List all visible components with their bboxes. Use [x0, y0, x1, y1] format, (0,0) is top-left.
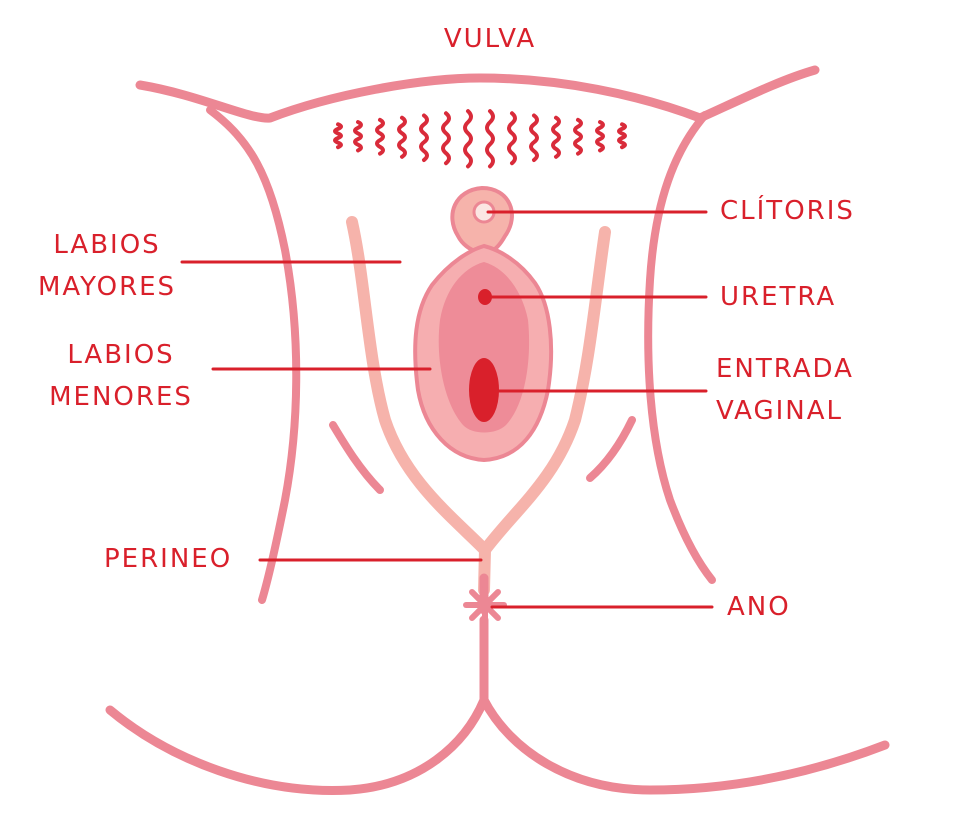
hair-squiggle	[353, 120, 363, 153]
left-thigh-outline	[206, 106, 301, 604]
hair-squiggle	[441, 111, 451, 166]
label-labios-menores-line2: MENORES	[49, 382, 193, 412]
label-labios-mayores: LABIOS MAYORES	[22, 224, 192, 308]
hair-squiggle	[617, 122, 627, 150]
label-ano: ANO	[727, 592, 791, 622]
label-labios-mayores-line1: LABIOS	[53, 230, 161, 260]
hair-squiggle	[375, 117, 385, 156]
left-labia-majora	[346, 216, 491, 556]
label-perineo: PERINEO	[104, 544, 233, 574]
label-labios-mayores-line2: MAYORES	[37, 272, 177, 302]
hair-squiggle	[595, 120, 605, 153]
pubic-hair	[333, 109, 627, 169]
title: VULVA	[443, 24, 537, 54]
label-labios-menores-line1: LABIOS	[67, 340, 175, 370]
hair-squiggle	[463, 109, 473, 169]
hair-squiggle	[507, 111, 517, 166]
anus-mark	[463, 585, 507, 625]
label-labios-menores: LABIOS MENORES	[36, 334, 206, 418]
urethra-opening	[478, 289, 492, 305]
hair-squiggle	[397, 115, 407, 159]
label-entrada-vaginal-line2: VAGINAL	[716, 396, 843, 426]
right-labia-majora-crease	[586, 416, 636, 482]
hair-squiggle	[485, 109, 495, 169]
right-thigh-outline	[644, 111, 716, 584]
hair-squiggle	[573, 117, 583, 156]
upper-outline	[135, 65, 820, 123]
label-entrada-vaginal: ENTRADA VAGINAL	[716, 348, 854, 432]
left-buttock	[105, 695, 489, 795]
right-buttock	[479, 695, 890, 795]
label-clitoris: CLÍTORIS	[720, 196, 855, 226]
label-entrada-vaginal-line1: ENTRADA	[716, 354, 854, 384]
label-uretra: URETRA	[720, 282, 837, 312]
hair-squiggle	[419, 113, 429, 162]
vaginal-opening	[469, 358, 499, 422]
left-labia-majora-crease	[329, 421, 384, 494]
right-labia-majora	[479, 226, 611, 556]
hair-squiggle	[529, 113, 539, 162]
hair-squiggle	[333, 122, 343, 150]
hair-squiggle	[551, 115, 561, 159]
